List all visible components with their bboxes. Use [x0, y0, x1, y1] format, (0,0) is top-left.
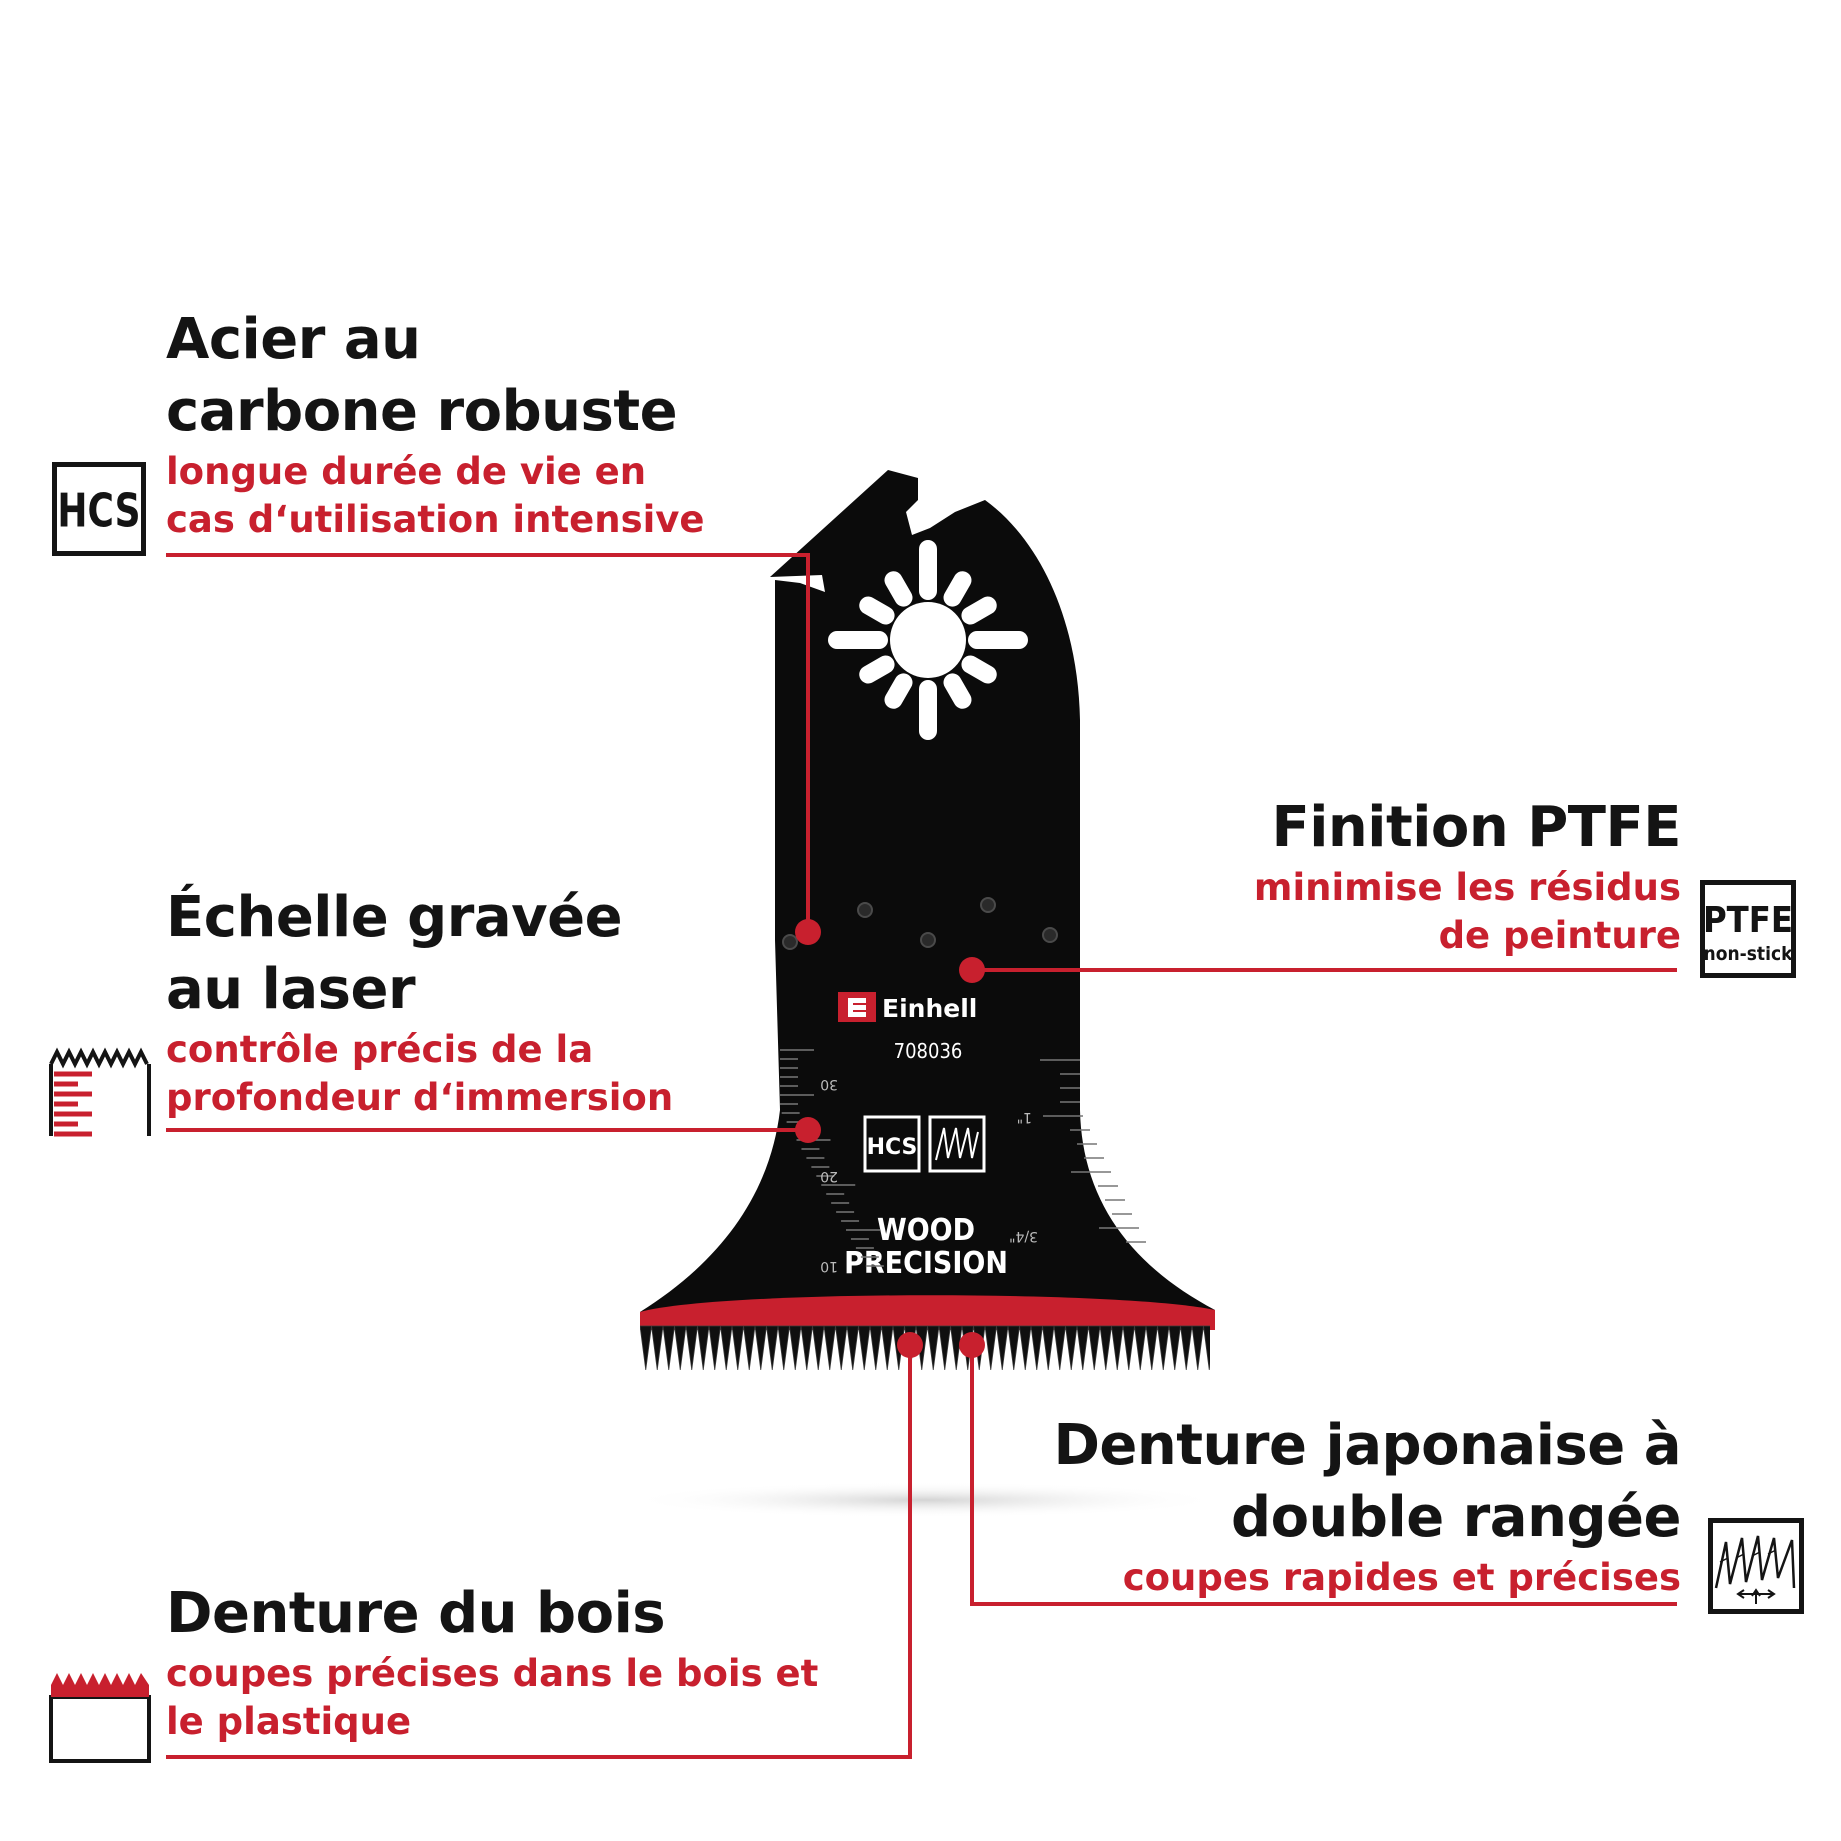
blade-rivets [782, 897, 1058, 950]
double-row-teeth-icon [1708, 1518, 1804, 1614]
callout-dot-scale [795, 1117, 821, 1143]
feature-scale-title-line2: au laser [166, 957, 416, 1022]
callout-dot-ptfe [959, 957, 985, 983]
blade-shadow [625, 1482, 1225, 1518]
feature-ptfe-desc-line2: de peinture [1438, 914, 1681, 957]
rivet [1042, 927, 1058, 943]
feature-wood-desc-line1: coupes précises dans le bois et [166, 1652, 819, 1695]
blade-tooth-row [640, 1325, 1210, 1371]
callout-dot-carbon [795, 919, 821, 945]
star-slot [884, 571, 913, 607]
feature-carbon-desc: longue durée de vie en cas d‘utilisation… [166, 448, 705, 544]
hcs-icon: HCS [52, 462, 146, 556]
engraved-scale-inch [1040, 1059, 1146, 1243]
feature-scale-title: Échelle gravée au laser [166, 882, 673, 1026]
rivet [857, 902, 873, 918]
callout-line-japanese [970, 1345, 1677, 1606]
star-slot [828, 631, 888, 649]
feature-carbon-title-line1: Acier au [166, 307, 421, 372]
feature-laser-scale: Échelle gravée au laser contrôle précis … [166, 882, 673, 1122]
feature-scale-desc-line1: contrôle précis de la [166, 1028, 594, 1071]
feature-scale-desc: contrôle précis de la profondeur d‘immer… [166, 1026, 673, 1122]
blade-text-wood: WOOD [877, 1213, 975, 1248]
depth-scale-icon [48, 1040, 152, 1138]
callout-line-wood [166, 1345, 912, 1759]
blade-hcs-badge [863, 1115, 921, 1173]
star-slot [859, 596, 895, 625]
einhell-logo: Einhell [838, 992, 977, 1023]
callout-dot-wood [897, 1332, 923, 1358]
star-center-hole [890, 602, 966, 678]
wood-teeth-icon [48, 1665, 152, 1765]
feature-ptfe-desc-line1: minimise les résidus [1253, 866, 1681, 909]
feature-carbon-steel: Acier au carbone robuste longue durée de… [166, 304, 705, 544]
callout-lines [166, 553, 1677, 1759]
rivet [980, 897, 996, 913]
hcs-icon-text: HCS [57, 485, 140, 538]
callout-line-carbon [166, 553, 810, 930]
blade-brand: Einhell [882, 994, 977, 1023]
star-slot [943, 673, 972, 709]
ptfe-icon: PTFE non-stick [1700, 880, 1796, 978]
rivet [782, 934, 798, 950]
feature-carbon-title-line2: carbone robuste [166, 379, 678, 444]
feature-carbon-title: Acier au carbone robuste [166, 304, 705, 448]
scale-label-3-4in: 3/4" [1009, 1228, 1038, 1244]
blade-article-number: 708036 [894, 1039, 963, 1063]
star-slot [919, 680, 937, 740]
feature-ptfe-title: Finition PTFE [1081, 792, 1681, 864]
feature-carbon-desc-line2: cas d‘utilisation intensive [166, 498, 705, 541]
feature-scale-title-line1: Échelle gravée [166, 885, 623, 950]
blade-teeth [640, 1325, 1210, 1371]
blade-body [640, 940, 1215, 1325]
feature-wood-title-line1: Denture du bois [166, 1581, 666, 1646]
scale-label-30: 30 [820, 1076, 838, 1092]
star-slot [859, 655, 895, 684]
blade-hcs-text: HCS [867, 1135, 918, 1160]
scale-label-1in: 1" [1017, 1109, 1032, 1125]
feature-japanese-title-line1: Denture japonaise à [1053, 1413, 1681, 1478]
saw-blade: Einhell 708036 HCS WOOD PRECISION 30 20 … [640, 470, 1215, 1371]
star-slot [943, 571, 972, 607]
scale-label-10: 10 [820, 1258, 838, 1274]
feature-ptfe: Finition PTFE minimise les résidus de pe… [1081, 792, 1682, 960]
feature-japanese-title-line2: double rangée [1230, 1485, 1682, 1550]
feature-ptfe-title-line1: Finition PTFE [1271, 795, 1681, 860]
star-slot [884, 673, 913, 709]
feature-carbon-desc-line1: longue durée de vie en [166, 450, 647, 493]
blade-text-precision: PRECISION [844, 1246, 1008, 1281]
feature-wood-title: Denture du bois [166, 1578, 818, 1650]
callout-dot-japanese [959, 1332, 985, 1358]
feature-japanese-desc: coupes rapides et précises [901, 1554, 1681, 1602]
star-mount-cutout [828, 540, 1028, 740]
callout-dots [795, 919, 985, 1358]
feature-japanese-desc-line1: coupes rapides et précises [1122, 1556, 1681, 1599]
star-slot [961, 655, 997, 684]
feature-ptfe-desc: minimise les résidus de peinture [1081, 864, 1681, 960]
scale-label-20: 20 [820, 1168, 838, 1184]
feature-scale-desc-line2: profondeur d‘immersion [166, 1076, 674, 1119]
feature-wood-desc: coupes précises dans le bois et le plast… [166, 1650, 818, 1746]
ptfe-icon-text: PTFE [1703, 900, 1793, 941]
feature-japanese-teeth: Denture japonaise à double rangée coupes… [901, 1410, 1681, 1602]
star-slot [919, 540, 937, 600]
feature-japanese-title: Denture japonaise à double rangée [901, 1410, 1681, 1554]
star-slot [961, 596, 997, 625]
blade-double-row-badge [928, 1115, 986, 1173]
blade-red-edge [640, 1295, 1215, 1330]
ptfe-icon-subtext: non-stick [1704, 943, 1794, 965]
star-slot [968, 631, 1028, 649]
feature-wood-desc-line2: le plastique [166, 1700, 412, 1743]
rivet [920, 932, 936, 948]
feature-wood-teeth: Denture du bois coupes précises dans le … [166, 1578, 818, 1746]
